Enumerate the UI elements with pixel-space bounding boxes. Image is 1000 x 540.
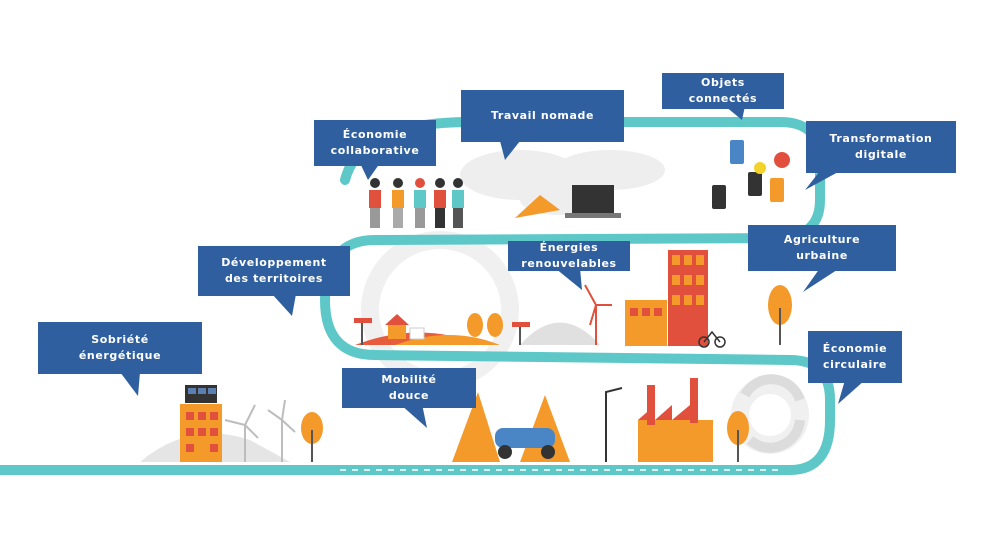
- tree-icon: [467, 313, 503, 337]
- callout-label: Transformation digitale: [829, 132, 933, 161]
- callout-label: Économie collaborative: [330, 128, 420, 157]
- signpost-icon: [354, 318, 530, 345]
- callout-developpement-territoires: Développement des territoires: [198, 246, 350, 296]
- wind-turbine-icon: [584, 284, 612, 345]
- callout-mobilite-douce: Mobilité douce: [342, 368, 476, 408]
- urban-buildings: [625, 250, 708, 346]
- callout-label: Mobilité douce: [381, 373, 437, 402]
- solar-house: [180, 385, 222, 462]
- callout-energies-renouvelables: Énergies renouvelables: [508, 241, 630, 271]
- callout-label: Agriculture urbaine: [783, 233, 861, 262]
- callout-agriculture-urbaine: Agriculture urbaine: [748, 225, 896, 271]
- smartphones-icon: [712, 140, 790, 209]
- recycle-arrows-icon: [740, 374, 805, 453]
- scooter-icon: [495, 428, 555, 459]
- callout-economie-collaborative: Économie collaborative: [314, 120, 436, 166]
- callout-pointers: [120, 106, 865, 428]
- callout-transformation-digitale: Transformation digitale: [806, 121, 956, 173]
- callout-label: Développement des territoires: [221, 256, 327, 285]
- callout-economie-circulaire: Économie circulaire: [808, 331, 902, 383]
- village-houses: [385, 314, 425, 340]
- street-lamp-icon: [605, 387, 623, 462]
- callout-travail-nomade: Travail nomade: [461, 90, 624, 142]
- callout-sobriete-energetique: Sobriété énergétique: [38, 322, 202, 374]
- callout-label: Sobriété énergétique: [78, 333, 162, 362]
- wind-turbine-icon: [224, 399, 296, 462]
- world-map-background: [460, 150, 665, 215]
- factory-icon: [638, 378, 713, 462]
- tree-icon: [301, 412, 323, 462]
- callout-label: Objets connectés: [688, 76, 758, 105]
- bicycle-icon: [698, 330, 726, 348]
- tree-icon: [768, 285, 792, 345]
- people-group-icon: [369, 178, 464, 228]
- callout-label: Énergies renouvelables: [521, 241, 617, 270]
- callout-label: Économie circulaire: [822, 342, 888, 371]
- callout-label: Travail nomade: [490, 109, 595, 122]
- callout-objets-connectes: Objets connectés: [662, 73, 784, 109]
- tree-icon: [727, 411, 749, 462]
- laptop-icon: [515, 185, 621, 218]
